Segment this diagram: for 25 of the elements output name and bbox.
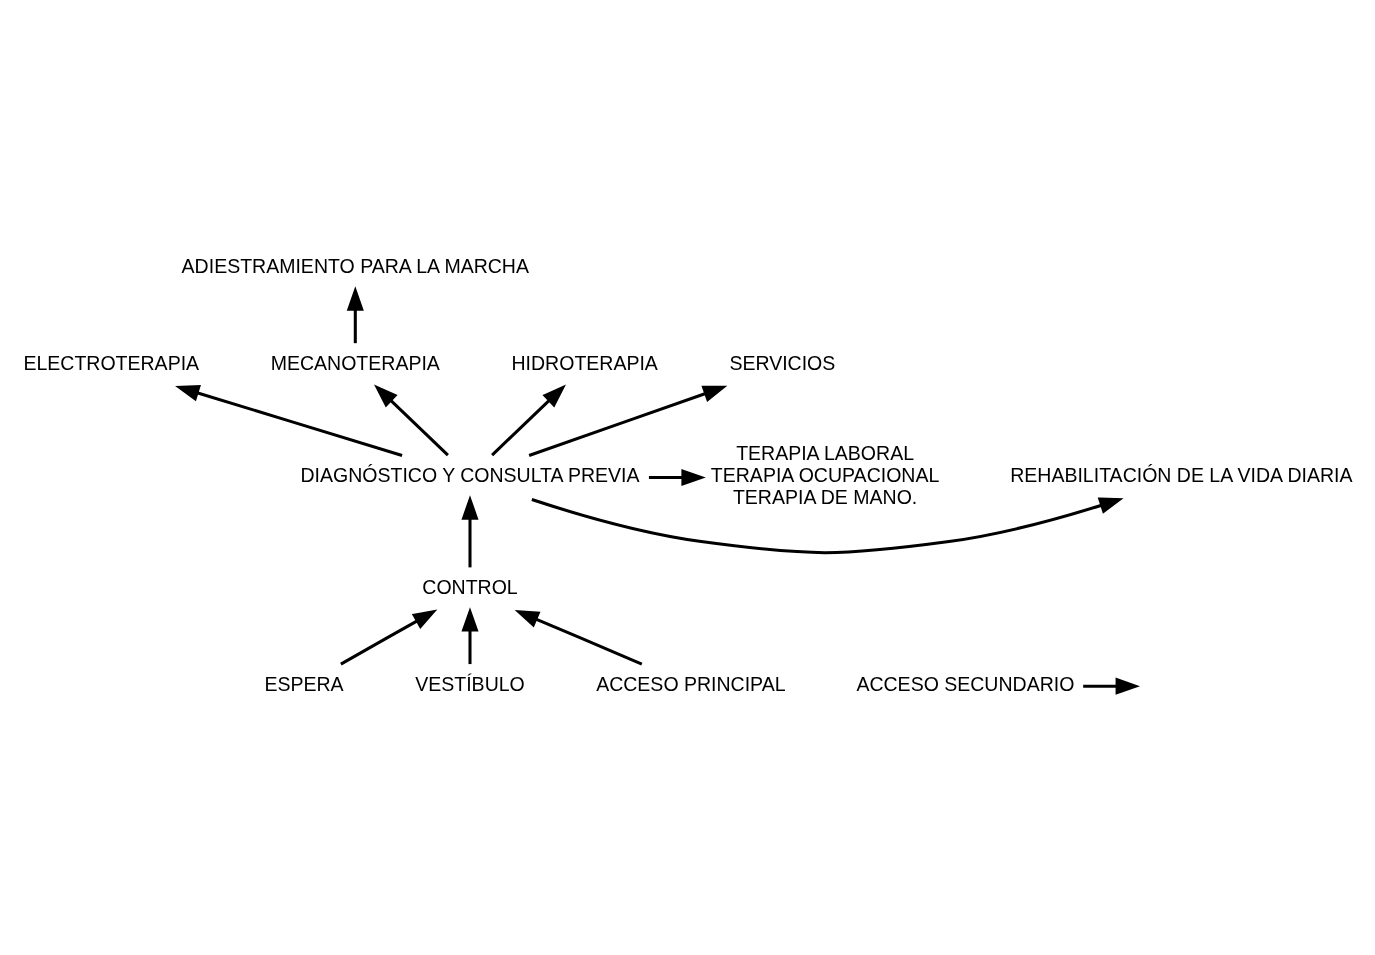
arrow bbox=[491, 384, 566, 457]
arrow bbox=[175, 384, 403, 457]
node-text: DIAGNÓSTICO Y CONSULTA PREVIA bbox=[300, 464, 640, 487]
node-text: ELECTROTERAPIA bbox=[23, 351, 200, 374]
node-text: VESTÍBULO bbox=[415, 672, 525, 695]
node-text: TERAPIA LABORAL TERAPIA OCUPACIONAL TERAPIA DE MANO. bbox=[710, 442, 940, 509]
arrow bbox=[340, 609, 438, 666]
node-text: ACCESO PRINCIPAL bbox=[596, 672, 786, 695]
arrow bbox=[528, 385, 728, 457]
node-text: ADIESTRAMIENTO PARA LA MARCHA bbox=[181, 255, 529, 278]
arrow bbox=[346, 286, 364, 344]
arrow bbox=[461, 495, 479, 568]
arrow bbox=[514, 609, 643, 666]
node-text: SERVICIOS bbox=[729, 351, 836, 374]
node-text: ACCESO SECUNDARIO bbox=[856, 672, 1075, 695]
node-text: CONTROL bbox=[422, 576, 518, 599]
arrow bbox=[531, 497, 1124, 555]
arrow bbox=[648, 468, 706, 487]
arrow bbox=[461, 607, 479, 665]
node-text: HIDROTERAPIA bbox=[511, 351, 658, 374]
node-text: REHABILITACIÓN DE LA VIDA DIARIA bbox=[1010, 464, 1353, 487]
node-text: MECANOTERAPIA bbox=[270, 351, 440, 374]
node-text: ESPERA bbox=[264, 672, 344, 695]
arrow bbox=[1083, 677, 1140, 695]
arrow bbox=[374, 384, 449, 457]
